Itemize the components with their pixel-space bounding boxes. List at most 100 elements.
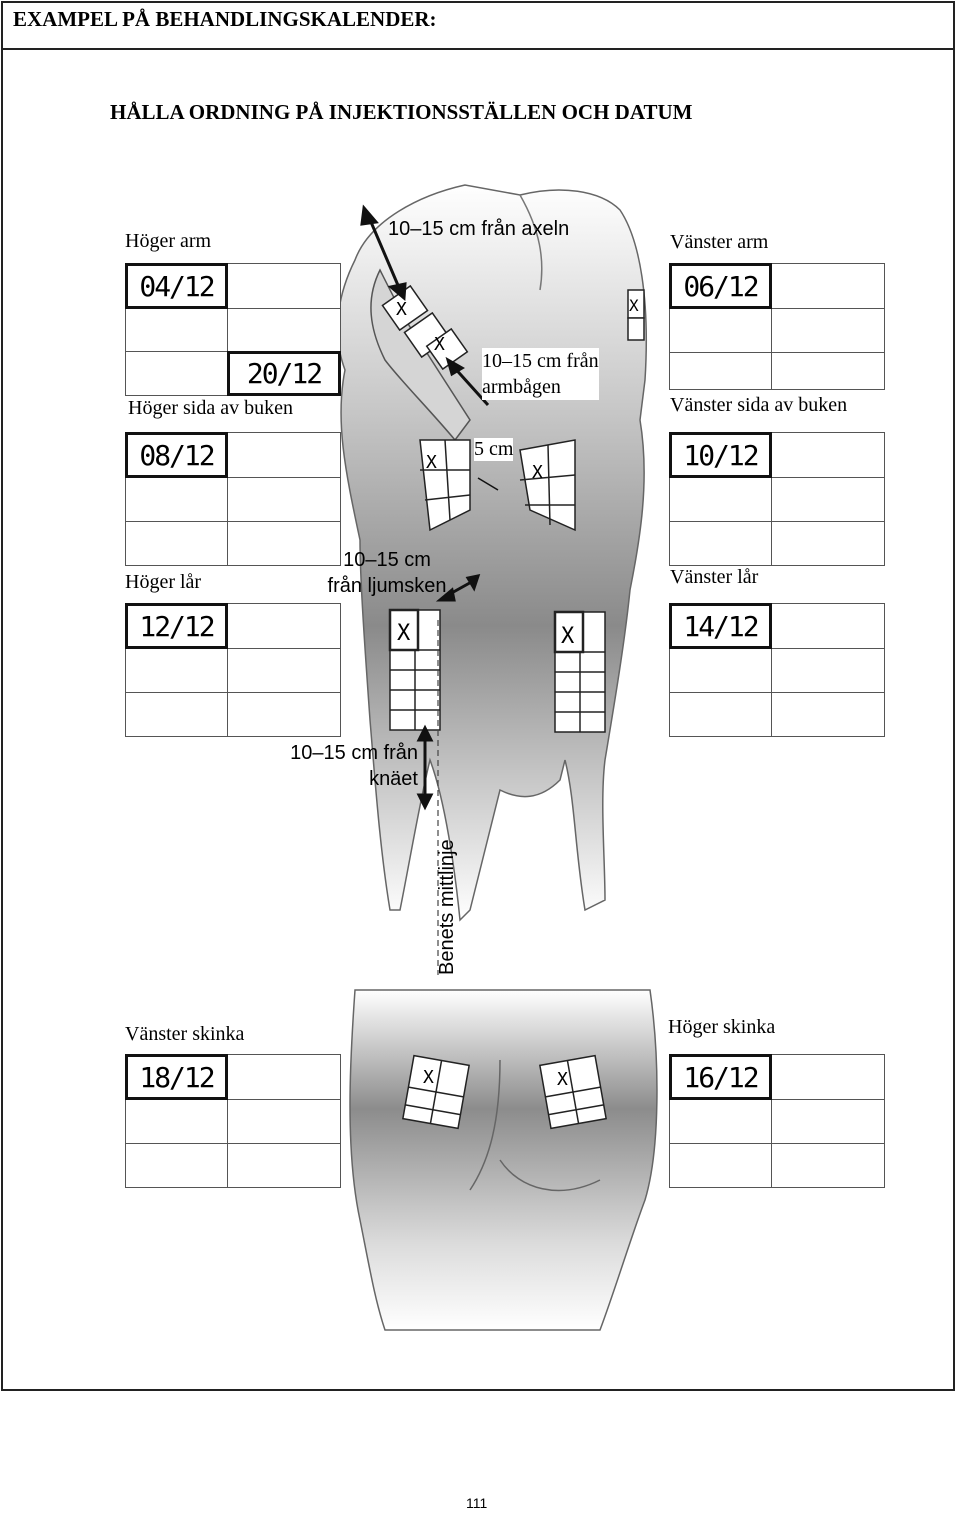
empty-cell[interactable] (125, 1143, 228, 1188)
empty-cell[interactable] (125, 521, 228, 566)
svg-text:X: X (434, 334, 445, 355)
handwritten-date: 06/12 (683, 269, 759, 303)
empty-cell[interactable] (227, 1054, 341, 1100)
page-title: EXAMPEL PÅ BEHANDLINGSKALENDER: (13, 7, 437, 31)
empty-cell[interactable] (669, 477, 772, 522)
empty-cell[interactable] (227, 432, 341, 478)
buttocks-shape (349, 989, 658, 1331)
knee-note: 10–15 cm från knäet (288, 740, 418, 792)
handwritten-date: 16/12 (683, 1060, 759, 1094)
date-cell[interactable]: 16/12 (669, 1054, 772, 1100)
svg-text:X: X (426, 452, 437, 473)
empty-cell[interactable] (669, 308, 772, 353)
calendar-left-arm: 06/12 (669, 263, 885, 397)
empty-cell[interactable] (227, 477, 341, 522)
empty-cell[interactable] (227, 1143, 341, 1188)
svg-text:X: X (561, 624, 575, 649)
label-right-abdomen: Höger sida av buken (128, 397, 293, 420)
handwritten-date: 08/12 (139, 438, 215, 472)
svg-text:X: X (397, 621, 411, 646)
svg-text:X: X (423, 1067, 434, 1088)
svg-text:X: X (532, 462, 543, 483)
calendar-right-thigh: 12/12 (125, 603, 341, 737)
header-bar: EXAMPEL PÅ BEHANDLINGSKALENDER: (1, 1, 955, 50)
empty-cell[interactable] (669, 692, 772, 737)
empty-cell[interactable] (669, 648, 772, 693)
empty-cell[interactable] (771, 432, 885, 478)
empty-cell[interactable] (669, 352, 772, 390)
handwritten-date: 14/12 (683, 609, 759, 643)
empty-cell[interactable] (771, 648, 885, 693)
empty-cell[interactable] (125, 351, 228, 396)
empty-cell[interactable] (227, 648, 341, 693)
label-left-arm: Vänster arm (670, 231, 769, 254)
empty-cell[interactable] (227, 308, 341, 353)
empty-cell[interactable] (125, 1099, 228, 1144)
measure-arrows (360, 204, 499, 811)
groin-note-line1: 10–15 cm (343, 549, 431, 571)
subtitle: HÅLLA ORDNING PÅ INJEKTIONSSTÄLLEN OCH D… (110, 100, 693, 124)
empty-cell[interactable] (669, 521, 772, 566)
empty-cell[interactable] (771, 308, 885, 353)
empty-cell[interactable] (227, 692, 341, 737)
date-cell[interactable]: 08/12 (125, 432, 228, 478)
date-cell[interactable]: 06/12 (669, 263, 772, 309)
label-left-abdomen: Vänster sida av buken (670, 394, 848, 417)
right-arm-grid (381, 284, 469, 371)
empty-cell[interactable] (125, 648, 228, 693)
svg-text:X: X (629, 296, 639, 315)
groin-note: 10–15 cm från ljumsken (322, 547, 452, 599)
empty-cell[interactable] (771, 1099, 885, 1144)
calendar-right-abdomen: 08/12 (125, 432, 341, 566)
handwritten-date: 20/12 (246, 357, 323, 390)
label-left-buttock: Vänster skinka (125, 1023, 245, 1046)
svg-text:X: X (396, 299, 407, 320)
empty-cell[interactable] (227, 263, 341, 309)
page-number: 111 (466, 1495, 488, 1511)
shoulder-note: 10–15 cm från axeln (388, 218, 570, 240)
date-cell[interactable]: 12/12 (125, 603, 228, 649)
date-cell[interactable]: 18/12 (125, 1054, 228, 1100)
right-thigh-grid (388, 608, 441, 731)
right-buttock-grid (538, 1054, 608, 1130)
calendar-right-arm: 04/12 (125, 263, 341, 397)
empty-cell[interactable] (227, 603, 341, 649)
empty-cell[interactable] (771, 692, 885, 737)
calendar-left-buttock: 18/12 (125, 1054, 341, 1188)
empty-cell[interactable] (125, 477, 228, 522)
navel-distance: 5 cm (474, 438, 514, 461)
empty-cell[interactable] (125, 308, 228, 353)
groin-note-line2: från ljumsken (327, 575, 447, 597)
date-cell[interactable]: 14/12 (669, 603, 772, 649)
empty-cell[interactable] (227, 1099, 341, 1144)
empty-cell[interactable] (771, 477, 885, 522)
empty-cell[interactable] (771, 521, 885, 566)
empty-cell[interactable] (227, 521, 341, 566)
date-cell[interactable]: 20/12 (227, 351, 341, 396)
empty-cell[interactable] (669, 1099, 772, 1144)
midline-label: Benets mittlinje (436, 839, 458, 975)
empty-cell[interactable] (669, 1143, 772, 1188)
empty-cell[interactable] (771, 1054, 885, 1100)
elbow-note-line2: armbågen (482, 376, 561, 398)
calendar-left-abdomen: 10/12 (669, 432, 885, 566)
handwritten-date: 18/12 (139, 1060, 215, 1094)
date-cell[interactable]: 10/12 (669, 432, 772, 478)
label-right-buttock: Höger skinka (668, 1016, 776, 1039)
empty-cell[interactable] (771, 263, 885, 309)
elbow-note-line1: 10–15 cm från (482, 350, 599, 372)
left-arm-grid (627, 289, 645, 341)
right-abdomen-fan (419, 439, 471, 532)
handwritten-date: 10/12 (683, 438, 759, 472)
empty-cell[interactable] (771, 352, 885, 390)
label-right-thigh: Höger lår (125, 571, 202, 594)
knee-note-line1: 10–15 cm från (290, 742, 418, 764)
empty-cell[interactable] (125, 692, 228, 737)
empty-cell[interactable] (771, 1143, 885, 1188)
knee-note-line2: knäet (369, 768, 418, 790)
calendar-right-buttock: 16/12 (669, 1054, 885, 1188)
date-cell[interactable]: 04/12 (125, 263, 228, 309)
empty-cell[interactable] (771, 603, 885, 649)
label-right-arm: Höger arm (125, 230, 212, 253)
svg-text:X: X (557, 1069, 568, 1090)
